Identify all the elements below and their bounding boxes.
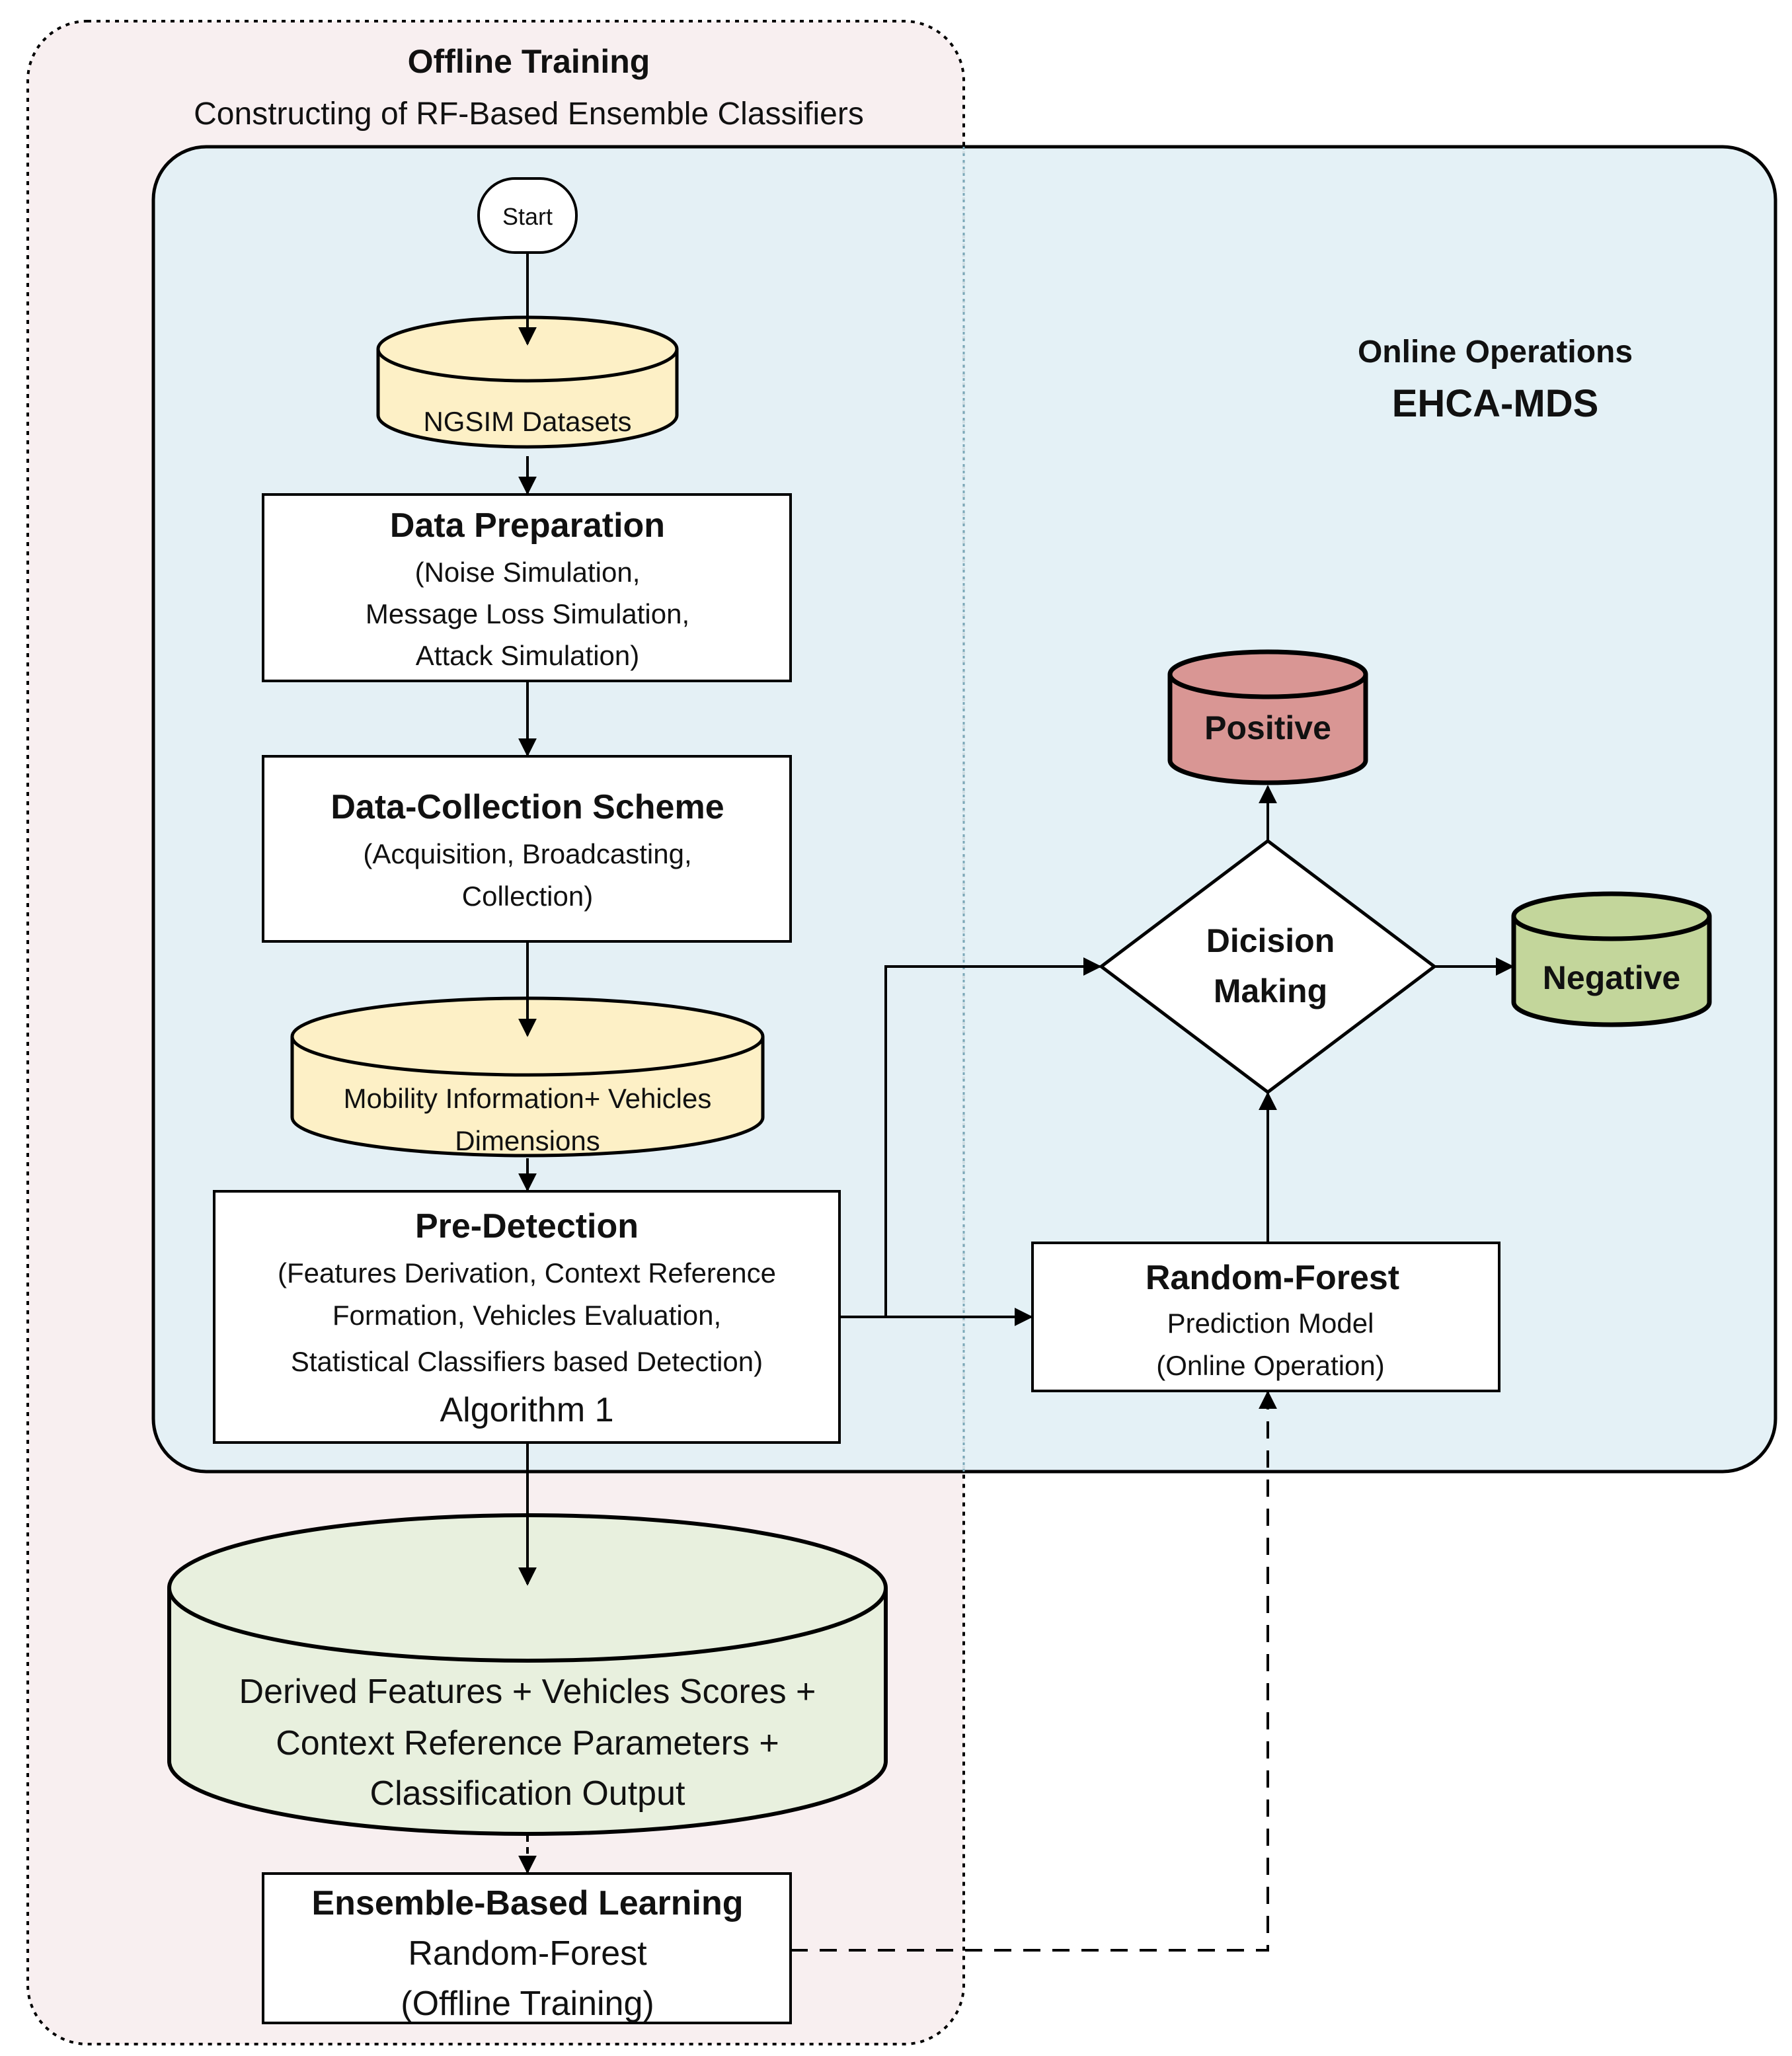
data-collection-box: Data-Collection Scheme (Acquisition, Bro… — [262, 755, 792, 943]
data-preparation-box: Data Preparation (Noise Simulation, Mess… — [262, 493, 792, 682]
derived-line-2: Context Reference Parameters + — [276, 1724, 779, 1762]
derived-line-3: Classification Output — [370, 1774, 685, 1813]
ensemble-line-1: Random-Forest — [408, 1934, 647, 1973]
negative-label: Negative — [1543, 959, 1680, 996]
decision-line-2: Making — [1214, 972, 1327, 1009]
random-forest-box: Random-Forest Prediction Model (Online O… — [1031, 1242, 1500, 1392]
decision-making-diamond: Dicision Making — [1098, 838, 1438, 1095]
connectors — [518, 253, 1514, 1952]
pre-detection-box: Pre-Detection (Features Derivation, Cont… — [213, 1190, 841, 1444]
pre-detection-title: Pre-Detection — [415, 1207, 639, 1245]
data-preparation-line-1: (Noise Simulation, — [415, 557, 641, 588]
pre-detection-line-1: (Features Derivation, Context Reference — [278, 1257, 776, 1288]
random-forest-line-2: (Online Operation) — [1156, 1350, 1385, 1381]
ensemble-title: Ensemble-Based Learning — [311, 1884, 743, 1922]
data-collection-title: Data-Collection Scheme — [331, 788, 724, 826]
ensemble-learning-box: Ensemble-Based Learning Random-Forest (O… — [262, 1872, 792, 2024]
positive-cylinder: Positive — [1167, 649, 1368, 785]
random-forest-line-1: Prediction Model — [1167, 1308, 1374, 1339]
negative-cylinder: Negative — [1511, 891, 1712, 1027]
data-collection-line-1: (Acquisition, Broadcasting, — [363, 838, 691, 869]
pre-detection-line-3: Statistical Classifiers based Detection) — [291, 1346, 763, 1377]
derived-line-1: Derived Features + Vehicles Scores + — [239, 1673, 816, 1711]
mobility-line-1: Mobility Information+ Vehicles — [344, 1083, 712, 1114]
online-subtitle: EHCA-MDS — [1392, 382, 1599, 425]
data-preparation-line-3: Attack Simulation) — [416, 640, 639, 671]
decision-line-1: Dicision — [1206, 922, 1335, 959]
pre-detection-line-2: Formation, Vehicles Evaluation, — [332, 1300, 721, 1331]
data-preparation-title: Data Preparation — [390, 506, 665, 545]
positive-label: Positive — [1204, 709, 1331, 746]
start-node: Start — [477, 177, 578, 254]
data-preparation-line-2: Message Loss Simulation, — [366, 598, 689, 629]
ngsim-label: NGSIM Datasets — [423, 406, 631, 437]
random-forest-title: Random-Forest — [1146, 1259, 1399, 1297]
online-title: Online Operations — [1358, 335, 1633, 370]
ensemble-line-2: (Offline Training) — [401, 1985, 654, 2023]
offline-subtitle: Constructing of RF-Based Ensemble Classi… — [194, 97, 864, 132]
pre-detection-algorithm: Algorithm 1 — [440, 1391, 614, 1429]
mobility-line-2: Dimensions — [455, 1125, 600, 1156]
ngsim-datasets-cylinder: NGSIM Datasets — [376, 315, 679, 449]
data-collection-line-2: Collection) — [462, 881, 593, 912]
arrow-ensemble-to-randomforest — [791, 1390, 1277, 1952]
start-label: Start — [502, 203, 553, 230]
offline-title: Offline Training — [408, 43, 650, 80]
arrow-predetection-to-decision — [884, 957, 1102, 1317]
derived-features-cylinder: Derived Features + Vehicles Scores + Con… — [167, 1513, 888, 1836]
